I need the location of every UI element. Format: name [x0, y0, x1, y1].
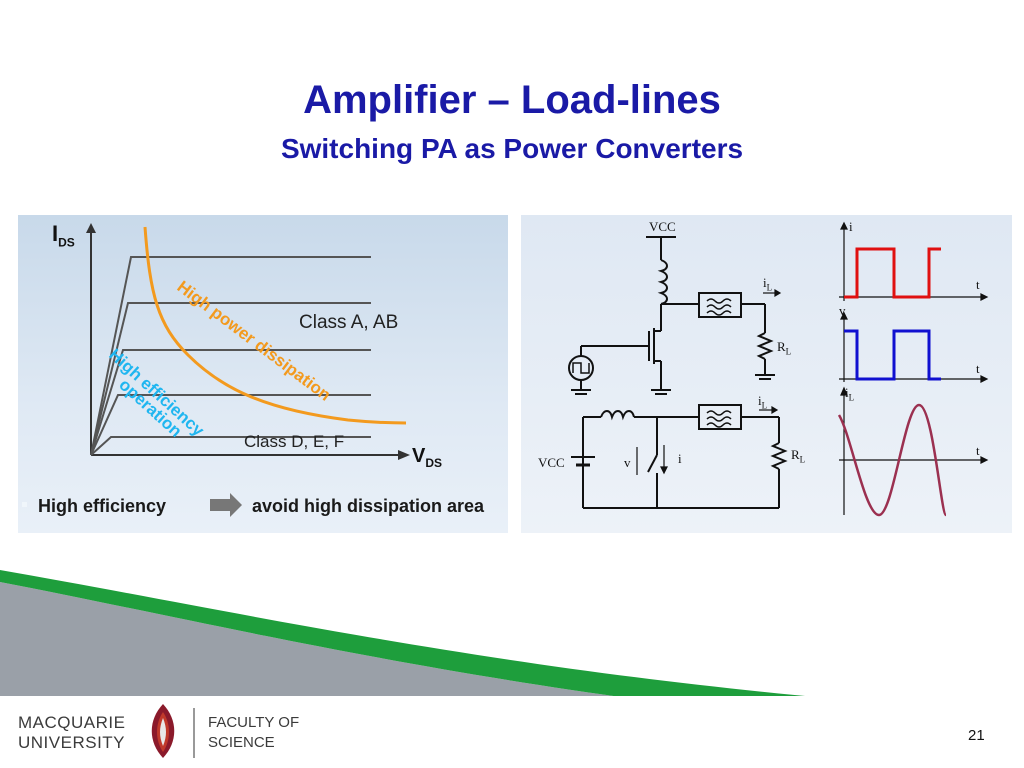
- axis-arrow: [980, 375, 989, 383]
- time-label: t: [976, 277, 980, 292]
- il-label-top: iL: [763, 275, 773, 293]
- il-label-bottom: iL: [758, 393, 768, 411]
- load-current-waveform: [837, 403, 948, 517]
- choke-inductor: [657, 259, 668, 305]
- y-axis-arrow: [86, 223, 96, 233]
- vcc-label-bottom: VCC: [538, 455, 565, 470]
- iv-curves: [90, 256, 371, 456]
- iv-curve: [90, 256, 371, 456]
- rl-label-bottom: RL: [791, 447, 806, 465]
- iv-curve: [90, 349, 371, 456]
- current-arrow-head: [771, 405, 779, 415]
- axis-arrow: [840, 386, 848, 396]
- axis-arrow: [840, 221, 848, 230]
- waveform-il-label: iL: [845, 385, 855, 403]
- green-swoosh: [0, 570, 1024, 736]
- university-crest-icon: [151, 704, 175, 758]
- axis-arrow: [840, 311, 848, 320]
- x-axis-label: VDS: [412, 445, 443, 470]
- filter-block: [698, 292, 742, 318]
- banner-arrow-head: [230, 493, 242, 517]
- load-line-diagram: IDS VDS Class A, AB Class D, E, F High p…: [18, 215, 508, 533]
- filter-block-2: [698, 404, 742, 430]
- waveform-v-label: v: [839, 303, 846, 318]
- current-marker-head: [660, 466, 668, 475]
- dissipation-curve: [143, 226, 407, 425]
- banner-bullet: [22, 502, 27, 507]
- load-resistor-2: [770, 442, 788, 470]
- x-axis-arrow: [398, 450, 410, 460]
- filter-symbol: [706, 298, 732, 316]
- iv-curve: [90, 394, 371, 456]
- current-arrow-head: [774, 288, 782, 298]
- waveform-i-label: i: [849, 219, 853, 234]
- banner-avoid-dissipation: avoid high dissipation area: [252, 496, 485, 516]
- university-logo-text: MACQUARIE UNIVERSITY: [18, 713, 126, 752]
- switch-current-label: i: [678, 451, 682, 466]
- page-number: 21: [968, 727, 985, 744]
- time-label: t: [976, 443, 980, 458]
- slide-title: Amplifier – Load-lines: [303, 78, 721, 122]
- switch: [647, 454, 658, 473]
- slide-subtitle: Switching PA as Power Converters: [280, 133, 744, 164]
- y-axis-label: IDS: [52, 221, 75, 250]
- axis-arrow: [980, 293, 989, 301]
- time-label: t: [976, 361, 980, 376]
- switch-current-waveform: [844, 247, 941, 299]
- faculty-logo-text: FACULTY OF SCIENCE: [208, 714, 300, 751]
- load-resistor: [756, 332, 774, 360]
- label-class-def: Class D, E, F: [244, 432, 345, 451]
- rl-label-top: RL: [777, 339, 792, 357]
- label-class-ab: Class A, AB: [299, 312, 399, 333]
- choke-inductor-2: [600, 410, 635, 421]
- iv-curve: [90, 302, 371, 456]
- switch-voltage-label: v: [624, 455, 631, 470]
- filter-symbol-2: [706, 410, 732, 428]
- switching-pa-figure: VCC iL RL iL RL VCC v i i v iL t t t: [521, 215, 1012, 533]
- banner-arrow-body: [210, 499, 230, 511]
- axis-arrow: [980, 456, 989, 464]
- logo-divider: [193, 708, 195, 758]
- square-wave-symbol: [572, 362, 590, 374]
- circuit-graphic: [568, 221, 989, 517]
- iv-curve: [90, 436, 371, 456]
- load-line-graphic: [22, 223, 410, 517]
- vcc-label-top: VCC: [649, 219, 676, 234]
- switch-voltage-waveform: [844, 329, 941, 381]
- banner-high-efficiency: High efficiency: [38, 496, 167, 516]
